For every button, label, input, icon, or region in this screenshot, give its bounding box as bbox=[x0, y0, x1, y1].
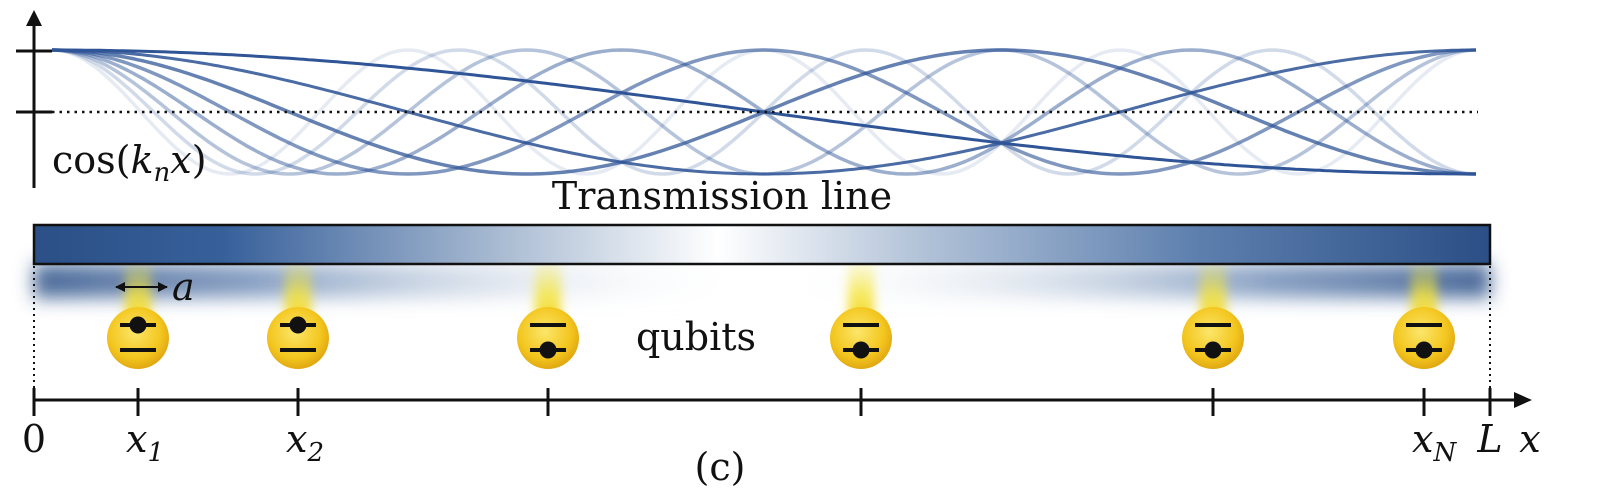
qubit bbox=[517, 307, 579, 369]
panel-label: (c) bbox=[695, 445, 746, 489]
origin-label: 0 bbox=[22, 417, 46, 461]
length-label: L bbox=[1476, 417, 1502, 461]
qubit-body bbox=[517, 307, 579, 369]
qubit-position-label-base: x bbox=[126, 417, 147, 461]
qubit-position-label-base: x bbox=[286, 417, 307, 461]
qubit-body bbox=[1182, 307, 1244, 369]
qubit bbox=[830, 307, 892, 369]
qubit-position-label-base: x bbox=[1412, 417, 1433, 461]
qubit-body bbox=[107, 307, 169, 369]
x-axis-label: x bbox=[1519, 417, 1540, 461]
spacing-label: a bbox=[172, 265, 195, 309]
qubit bbox=[1393, 307, 1455, 369]
population-dot bbox=[539, 341, 557, 359]
mode-curve-1 bbox=[52, 48, 1476, 176]
qubit-position-label-sub: 2 bbox=[306, 438, 324, 468]
transmission-line-shadow bbox=[34, 264, 1490, 298]
qubit-position-label: x1 bbox=[126, 417, 164, 468]
qubit-body bbox=[1393, 307, 1455, 369]
qubit bbox=[267, 307, 329, 369]
qubit bbox=[1182, 307, 1244, 369]
qubit-array bbox=[107, 307, 1455, 369]
population-dot bbox=[129, 316, 147, 334]
qubit-body bbox=[830, 307, 892, 369]
qubit-position-label: x2 bbox=[286, 417, 324, 468]
qubit-body bbox=[267, 307, 329, 369]
qubit-position-label: xN bbox=[1412, 417, 1457, 468]
transmission-line-label: Transmission line bbox=[552, 174, 892, 218]
population-dot bbox=[1415, 341, 1433, 359]
cavity-mode-curves bbox=[51, 48, 1477, 176]
population-dot bbox=[852, 341, 870, 359]
mode-function-label: cos(knx) bbox=[52, 138, 207, 188]
position-axis-arrowhead bbox=[1514, 392, 1532, 408]
mode-curve-4 bbox=[51, 48, 1477, 176]
qubits-label: qubits bbox=[636, 315, 756, 359]
mode-plot-y-axis-arrowhead bbox=[26, 10, 42, 26]
qubit bbox=[107, 307, 169, 369]
mode-curve-2 bbox=[52, 48, 1476, 176]
transmission-line-bar bbox=[32, 223, 1492, 266]
population-dot bbox=[289, 316, 307, 334]
population-dot bbox=[1204, 341, 1222, 359]
qubit-position-label-sub: N bbox=[1432, 438, 1457, 468]
qubit-position-label-sub: 1 bbox=[147, 438, 164, 468]
